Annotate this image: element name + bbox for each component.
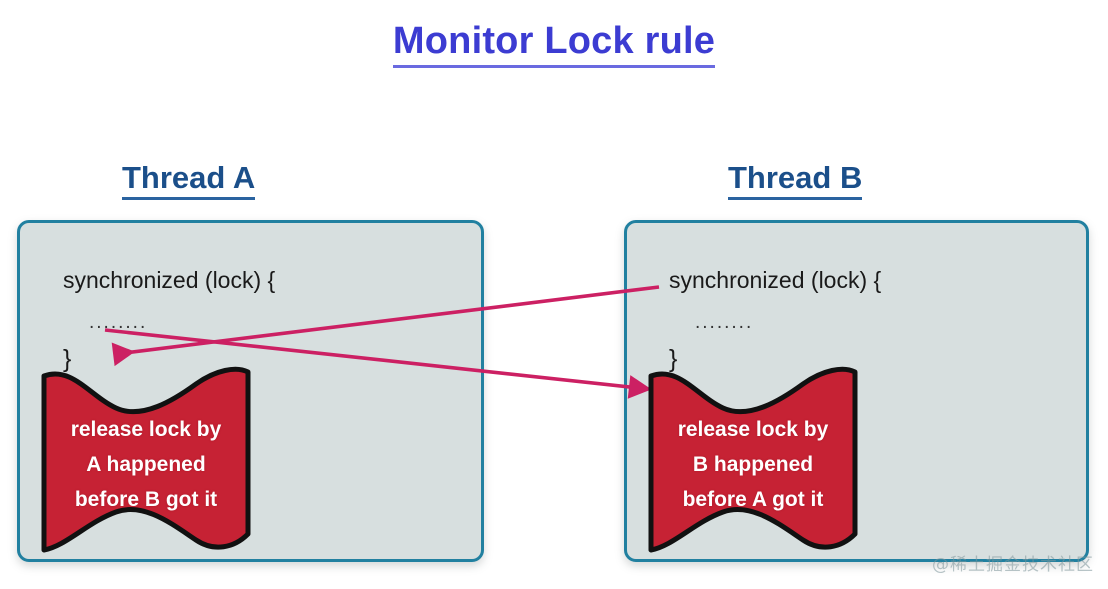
- thread-a-heading-text: Thread A: [122, 160, 256, 200]
- flag-b-line-1: release lock by: [677, 418, 829, 441]
- page-title: Monitor Lock rule: [0, 20, 1108, 68]
- thread-a-code-block: synchronized (lock) { ........ }: [63, 265, 275, 374]
- flag-a-line-1: release lock by: [70, 418, 222, 441]
- thread-b-code-block: synchronized (lock) { ........ }: [669, 265, 881, 374]
- thread-b-heading-text: Thread B: [728, 160, 863, 200]
- thread-b-heading: Thread B: [728, 160, 863, 200]
- watermark: @稀土掘金技术社区: [932, 555, 1094, 575]
- flag-a-shape: [41, 366, 251, 553]
- thread-b-code-line-2: ........: [695, 312, 754, 333]
- thread-a-code-line-3: }: [63, 345, 72, 373]
- flag-b-line-3: before A got it: [682, 488, 824, 511]
- flag-thread-b: release lock by B happened before A got …: [645, 362, 861, 560]
- thread-b-code-line-1: synchronized (lock) {: [669, 267, 882, 293]
- flag-b-shape: [648, 366, 858, 553]
- flag-b-line-2: B happened: [692, 453, 814, 476]
- thread-b-code-line-3: }: [669, 345, 678, 373]
- flag-b-text: release lock by B happened before A got …: [645, 412, 861, 517]
- thread-a-code-line-1: synchronized (lock) {: [63, 267, 276, 293]
- flag-a-text: release lock by A happened before B got …: [38, 412, 254, 517]
- page-title-text: Monitor Lock rule: [392, 20, 716, 68]
- flag-thread-a: release lock by A happened before B got …: [38, 362, 254, 560]
- thread-a-heading: Thread A: [122, 160, 256, 200]
- flag-a-line-2: A happened: [86, 453, 206, 476]
- flag-a-line-3: before B got it: [74, 488, 218, 511]
- thread-a-code-line-2: ........: [89, 312, 148, 333]
